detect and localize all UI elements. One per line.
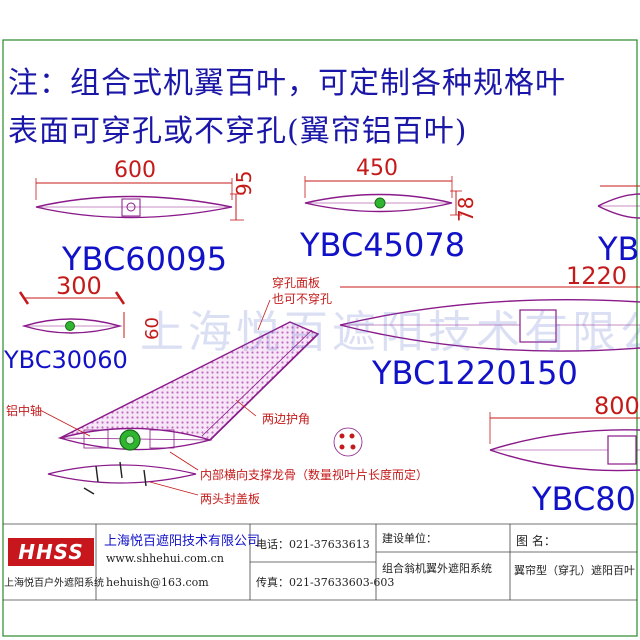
dim-width-ybc60095: 600 [114,158,156,183]
drawing-name: 翼帘型（穿孔）遮阳百叶 [514,564,635,577]
blade-partial-right [597,185,640,219]
company-email: hehuish@163.com [106,576,209,589]
model-code-partial: YB [598,230,640,268]
blade-ybc80 [489,412,640,472]
label-or-unperforated: 也可不穿孔 [272,292,333,306]
title-block-grid [3,523,637,601]
model-code-ybc30060: YBC30060 [4,346,128,374]
model-code-ybc60095: YBC60095 [62,240,228,278]
company-logo: HHSS [8,538,94,566]
company-footer: 上海悦百户外遮阳系统 [4,578,104,589]
dim-width-ybc1220150: 1220 [566,262,628,290]
company-fax: 传真：021-37633603-603 [256,576,395,589]
blade-ybc60095 [35,178,244,221]
company-website: www.shhehui.com.cn [106,552,224,565]
label-perforated-panel: 穿孔面板 [272,276,321,290]
label-edge-guard: 两边护角 [262,412,311,426]
perforated-blade-assembly [47,321,320,495]
support-rib-detail [333,427,363,457]
leader-lines [39,299,271,496]
dim-width-ybc45078: 450 [356,156,398,181]
model-code-ybc45078: YBC45078 [300,226,466,264]
heading-line-1: 注：组合式机翼百叶，可定制各种规格叶 [8,66,566,101]
dim-height-ybc45078: 78 [454,196,478,222]
label-end-cap: 两头封盖板 [200,492,261,506]
drawing-label: 图 名： [516,534,556,548]
blade-ybc1220150 [339,286,640,352]
label-internal-rib: 内部横向支撑龙骨（数量视叶片长度而定） [200,468,429,482]
company-phone: 电话：021-37633613 [256,538,370,551]
dim-height-ybc60095: 95 [232,170,256,196]
model-code-ybc1220150: YBC1220150 [372,354,578,392]
drawing-frame [2,39,638,637]
watermark: 上海悦百遮阳技术有限公 [140,307,640,358]
project-name: 组合翁机翼外遮阳系统 [382,562,492,575]
dim-width-ybc80: 800 [594,392,640,420]
label-aluminum-axis: 铝中轴 [6,404,43,418]
dim-height-ybc30060: 60 [142,317,163,340]
company-name: 上海悦百遮阳技术有限公司 [104,534,261,549]
heading-line-2: 表面可穿孔或不穿孔(翼帘铝百叶) [8,114,468,149]
client-label: 建设单位： [382,532,437,545]
blade-ybc30060 [18,291,126,338]
blade-ybc45078 [304,176,462,216]
model-code-ybc80: YBC80 [532,480,636,518]
dim-width-ybc30060: 300 [56,272,102,300]
